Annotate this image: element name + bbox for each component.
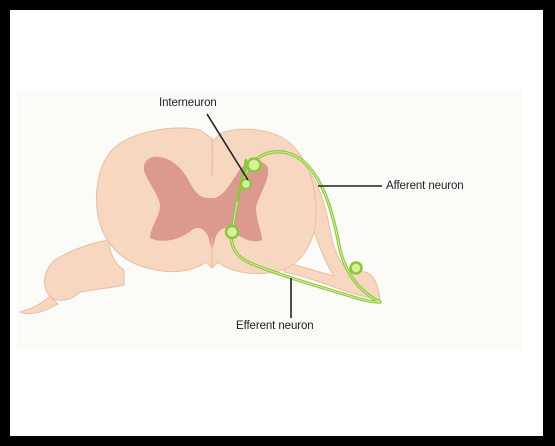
- efferent-neuron-label: Efferent neuron: [236, 320, 314, 332]
- interneuron-cell-body-2: [241, 179, 251, 189]
- interneuron-label: Interneuron: [159, 97, 217, 109]
- afferent-neuron-label: Afferent neuron: [386, 180, 464, 192]
- afferent-ganglion-cell: [351, 263, 362, 274]
- interneuron-cell-body: [248, 159, 261, 172]
- left-spinal-nerve: [20, 240, 124, 314]
- efferent-cell-body: [226, 226, 238, 238]
